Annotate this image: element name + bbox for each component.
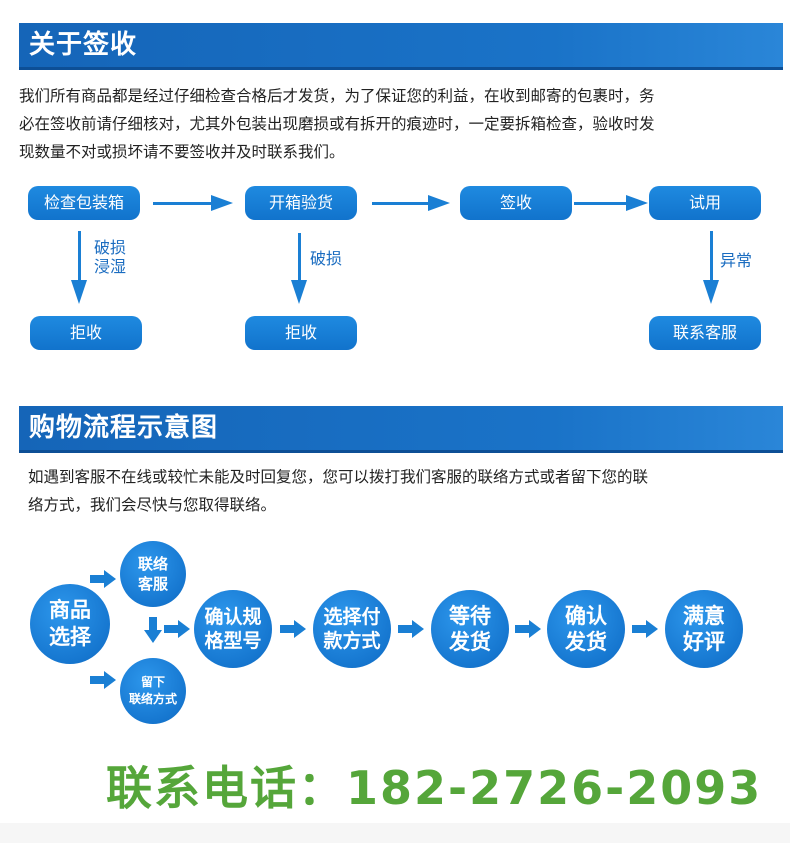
flow-circle-contact-service: 联络 客服	[120, 541, 186, 607]
flow-circle-await-shipping: 等待 发货	[431, 590, 509, 668]
flow-circle-leave-contact: 留下 联络方式	[120, 658, 186, 724]
flow-step-trial: 试用	[649, 186, 761, 220]
branch-condition-damaged-wet: 破损 浸湿	[94, 238, 127, 276]
branch-condition-damaged: 破损	[310, 249, 343, 268]
flow-step-unbox-inspect: 开箱验货	[245, 186, 357, 220]
section-title-signing: 关于签收	[29, 30, 138, 60]
flow-result-contact-service: 联系客服	[649, 316, 761, 350]
section-title-shopping-flow: 购物流程示意图	[29, 413, 219, 443]
flow-arrow-line	[372, 202, 430, 205]
flow-arrow-right-icon	[280, 620, 306, 638]
flow-result-reject: 拒收	[30, 316, 142, 350]
contact-phone: 联系电话：182-2726-2093	[106, 761, 763, 815]
flow-arrow-line	[574, 202, 628, 205]
signing-instructions: 我们所有商品都是经过仔细检查合格后才发货，为了保证您的利益，在收到邮寄的包裹时，…	[19, 82, 779, 166]
flow-arrow-right-icon	[211, 195, 233, 211]
flow-step-sign: 签收	[460, 186, 572, 220]
flow-circle-select-payment: 选择付 款方式	[313, 590, 391, 668]
flow-arrow-down-icon	[291, 280, 307, 304]
flow-branch-line	[710, 231, 713, 281]
flow-circle-select-product: 商品 选择	[30, 584, 110, 664]
flow-arrow-right-icon	[398, 620, 424, 638]
shopping-flow-instructions-line: 络方式，我们会尽快与您取得联络。	[28, 496, 277, 514]
signing-instructions-line: 我们所有商品都是经过仔细检查合格后才发货，为了保证您的利益，在收到邮寄的包裹时，…	[19, 87, 655, 105]
section-banner-shopping-flow: 购物流程示意图	[19, 406, 783, 453]
footer-strip	[0, 823, 790, 843]
flow-branch-line	[298, 233, 301, 281]
flow-arrow-down-icon	[703, 280, 719, 304]
flow-arrow-down-icon	[71, 280, 87, 304]
flow-arrow-right-icon	[428, 195, 450, 211]
flow-circle-confirm-shipping: 确认 发货	[547, 590, 625, 668]
branch-condition-abnormal: 异常	[720, 251, 753, 270]
flow-branch-line	[78, 231, 81, 281]
flow-arrow-line	[153, 202, 213, 205]
flow-arrow-right-icon	[515, 620, 541, 638]
flow-arrow-right-icon	[626, 195, 648, 211]
signing-instructions-line: 现数量不对或损坏请不要签收并及时联系我们。	[19, 143, 345, 161]
section-banner-signing: 关于签收	[19, 23, 783, 70]
shopping-flow-instructions-line: 如遇到客服不在线或较忙未能及时回复您，您可以拨打我们客服的联络方式或者留下您的联	[28, 468, 649, 486]
flow-circle-satisfied-review: 满意 好评	[665, 590, 743, 668]
signing-instructions-line: 必在签收前请仔细核对，尤其外包装出现磨损或有拆开的痕迹时，一定要拆箱检查，验收时…	[19, 115, 655, 133]
flow-arrow-right-icon	[90, 671, 116, 689]
flow-result-reject: 拒收	[245, 316, 357, 350]
flow-arrow-right-icon	[164, 620, 190, 638]
shopping-flow-instructions: 如遇到客服不在线或较忙未能及时回复您，您可以拨打我们客服的联络方式或者留下您的联…	[28, 463, 778, 519]
flow-step-check-box: 检查包装箱	[28, 186, 140, 220]
flow-circle-confirm-spec: 确认规 格型号	[194, 590, 272, 668]
flow-arrow-right-icon	[90, 570, 116, 588]
flow-arrow-down-icon	[144, 617, 162, 643]
flow-arrow-right-icon	[632, 620, 658, 638]
